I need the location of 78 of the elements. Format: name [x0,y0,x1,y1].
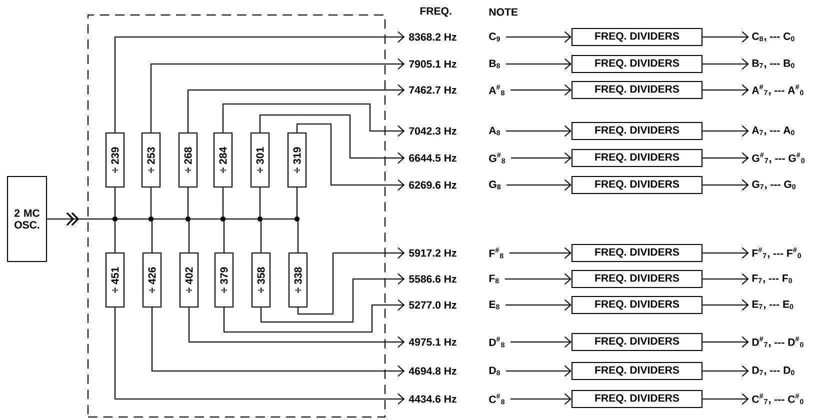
arrow [223,299,405,333]
frequency-label: 7462.7 Hz [409,86,456,94]
arrow [297,247,405,315]
plug-line [509,247,572,259]
dashed-enclosure [87,14,386,418]
note-label: D$_{8}$ [489,366,500,376]
frequency-label: 8368.2 Hz [409,33,456,41]
column-header: FREQ. [420,7,452,17]
frequency-label: 5586.6 Hz [409,275,456,283]
arrow [150,58,405,132]
output-notes-label: A$_{7}$, --- A$_{0}$ [752,126,794,136]
divider-chain-box: FREQ. DIVIDERS [571,176,703,194]
plug-line [504,273,572,285]
note-label: C$_{9}$ [489,32,500,42]
output-notes-label: B$_{7}$, --- B$_{0}$ [752,60,794,68]
plug-line [505,299,572,311]
frequency-label: 5277.0 Hz [409,301,456,309]
arrow [296,123,405,191]
divider-chain-box: FREQ. DIVIDERS [571,390,703,408]
arrow [114,31,405,132]
divider-chain-box: FREQ. DIVIDERS [571,332,703,352]
arrow [702,84,749,96]
output-notes-label: F$_{7}$, --- F$_{0}$ [752,274,792,284]
arrow [260,273,405,323]
arrow [702,393,749,405]
output-notes-label: C$_{8}$, --- C$_{0}$ [752,32,794,42]
divider-chain-box: FREQ. DIVIDERS [571,28,703,46]
arrow [222,103,405,137]
plug-line [506,125,572,137]
plug-line [506,58,572,70]
arrow [187,84,405,132]
divider-chain-box: FREQ. DIVIDERS [571,122,703,140]
note-label: E$_{8}$ [489,300,500,310]
plug-line [506,365,572,377]
arrow [188,308,405,348]
frequency-label: 6644.5 Hz [409,154,456,162]
arrow [702,365,749,377]
column-header: NOTE [489,8,518,16]
note-label: G$_{8}$ [489,180,501,190]
frequency-label: 7042.3 Hz [409,127,456,135]
arrow [702,273,749,285]
divider-chain-box: FREQ. DIVIDERS [571,54,703,74]
frequency-label: 4434.6 Hz [408,395,456,403]
note-label: F$_{8}$ [489,274,499,284]
output-notes-label: D$_{7}$, --- D$_{0}$ [752,366,794,376]
arrow [702,152,749,164]
divider-chain-box: FREQ. DIVIDERS [571,270,703,288]
arrow [702,247,749,259]
divider-chain-box: FREQ. DIVIDERS [571,296,703,314]
frequency-label: 4975.1 Hz [408,338,456,346]
arrow [114,308,405,405]
plug-line [510,393,572,405]
frequency-label: 6269.6 Hz [409,181,456,189]
frequency-label: 7905.1 Hz [409,60,456,68]
note-label: A$_{8}$ [488,126,500,136]
arrow [259,114,405,164]
arrow [702,58,749,70]
output-notes-label: E$_{7}$, --- E$_{0}$ [752,300,794,310]
arrow [702,179,749,191]
plug-line [510,84,572,96]
divider-chain-box: FREQ. DIVIDERS [571,148,703,168]
divider-chain-box: FREQ. DIVIDERS [571,362,703,380]
plug-line [511,152,572,164]
arrow [702,336,749,348]
note-label: B$_{8}$ [489,60,500,68]
plug-line [510,336,572,348]
divider-chain-box: FREQ. DIVIDERS [571,244,703,262]
plug-line [506,31,572,43]
arrow [702,31,749,43]
output-notes-label: G$_{7}$, --- G$_{0}$ [752,180,796,190]
arrow [702,299,749,311]
frequency-label: 5917.2 Hz [409,249,456,257]
divider-chain-box: FREQ. DIVIDERS [571,80,703,100]
arrow [151,308,405,377]
plug-line [506,179,572,191]
oscillator-box: 2 MC OSC. [6,176,48,262]
arrow [702,125,749,137]
frequency-label: 4694.8 Hz [408,367,456,375]
